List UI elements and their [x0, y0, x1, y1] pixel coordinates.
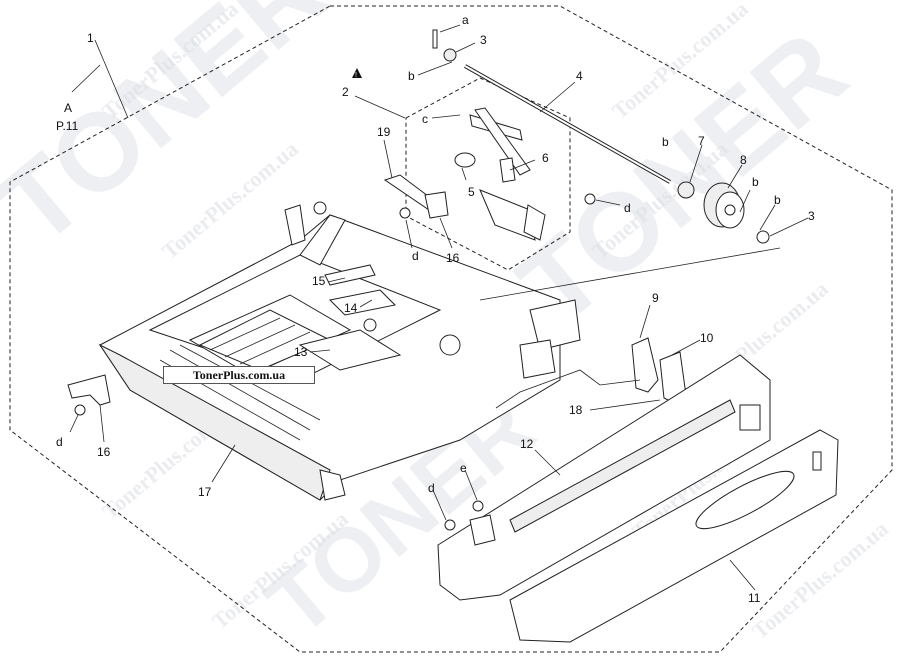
callout-16-left: 16 — [97, 445, 111, 459]
site-banner-text: TonerPlus.com.ua — [192, 368, 286, 382]
callout-16-top: 16 — [446, 251, 460, 265]
callout-3-left: 3 — [480, 33, 487, 47]
screw-e — [472, 500, 484, 512]
front-panel-11 — [509, 429, 839, 643]
tray-plate-14 — [328, 289, 397, 316]
callout-2: 2 — [342, 85, 349, 99]
callout-4: 4 — [576, 69, 583, 83]
callout-d-top: d — [412, 249, 419, 263]
site-banner: TonerPlus.com.ua — [163, 366, 315, 384]
pin-a — [432, 29, 438, 49]
spring-16-left — [67, 374, 111, 406]
wire-link — [495, 369, 641, 409]
callout-8: 8 — [740, 153, 747, 167]
pickup-assembly — [454, 107, 546, 241]
callout-c: c — [422, 112, 428, 126]
screw-d-right — [584, 193, 596, 205]
screw-d-bottom — [444, 519, 456, 531]
callout-labels: 1 A P.11 a 3 b 2 4 c 19 7 b 6 8 b 5 b d … — [56, 13, 815, 605]
callout-d-left: d — [56, 435, 63, 449]
gear-7 — [677, 181, 695, 199]
callout-3-right: 3 — [808, 209, 815, 223]
callout-b-low: b — [774, 193, 781, 207]
page-ref: P.11 — [56, 119, 79, 133]
callout-13: 13 — [294, 345, 308, 359]
tray-plate-13 — [298, 329, 402, 371]
callout-12: 12 — [520, 437, 534, 451]
svg-text:!: ! — [355, 72, 357, 79]
callout-6: 6 — [542, 151, 549, 165]
callout-14: 14 — [344, 301, 358, 315]
screw-d-top — [399, 207, 411, 219]
spring-16-top — [424, 191, 449, 219]
callout-b-right: b — [752, 175, 759, 189]
callout-1: 1 — [87, 31, 94, 45]
leader-lines — [69, 24, 809, 591]
bushing-3-left — [443, 48, 457, 62]
callout-e: e — [460, 461, 467, 475]
callout-a: a — [462, 13, 469, 27]
callout-10: 10 — [700, 331, 714, 345]
callout-11: 11 — [748, 591, 761, 605]
callout-17: 17 — [198, 485, 212, 499]
screw-d-left — [74, 404, 86, 416]
callout-18: 18 — [569, 403, 583, 417]
warning-icon: ! — [352, 68, 362, 79]
callout-b-top: b — [408, 69, 415, 83]
front-cover-12 — [437, 354, 771, 601]
callout-d-bottom: d — [428, 481, 435, 495]
guide-9 — [631, 337, 659, 393]
feed-roller-5 — [454, 152, 476, 168]
callout-7: 7 — [698, 134, 705, 148]
callout-9: 9 — [652, 291, 659, 305]
callout-19: 19 — [377, 125, 391, 139]
ref-label: A — [64, 101, 72, 115]
bushing-3-right — [756, 230, 770, 244]
callout-5: 5 — [468, 185, 475, 199]
callout-d-right: d — [624, 201, 631, 215]
watermark-site: TonerPlus.com.ua — [747, 516, 893, 644]
spring-6 — [499, 157, 516, 183]
pickup-roller-8 — [703, 182, 745, 229]
callout-b-mid: b — [662, 135, 669, 149]
callout-15: 15 — [312, 274, 326, 288]
